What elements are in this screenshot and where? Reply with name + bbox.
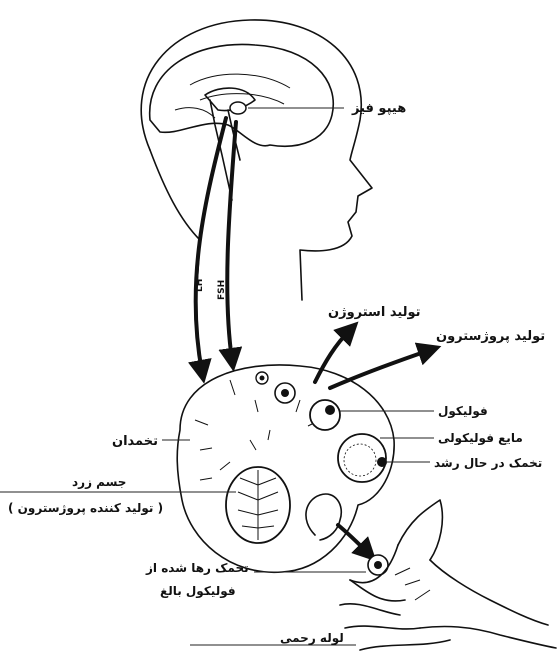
follicle [310,400,340,430]
progesterone-arrow [330,350,430,388]
growing-oocyte-label: تخمک در حال رشد [434,456,542,470]
primordial-follicle-1 [256,372,268,384]
follicle-label: فولیکول [438,404,488,419]
brain-outline [150,44,334,200]
progesterone-production-label: تولید پروژسترون [436,329,545,344]
corpus-luteum-label-line2: ( تولید کننده پروژسترون ) [8,501,163,516]
ovary-label: تخمدان [112,434,158,449]
primary-follicle [275,383,295,403]
follicular-fluid-label: مایع فولیکولی [438,431,523,446]
pituitary-label: هیپو فیز [351,101,406,116]
released-oocyte-label-line2: فولیکول بالغ [160,584,236,599]
fallopian-tube-label: لوله رحمی [280,631,344,646]
pituitary-gland [230,102,246,114]
estrogen-production-label: تولید استروژن [328,305,421,320]
corpus-luteum-label-line1: جسم زرد [72,475,126,489]
lh-label: LH [195,279,205,292]
fsh-label: FSH [217,280,227,300]
corpus-luteum [226,467,290,543]
fallopian-tube [340,500,556,650]
ruptured-follicle [306,494,341,540]
fsh-arrow [227,122,236,360]
released-oocyte-label-line1: تخمک رها شده از [145,561,249,575]
estrogen-arrow [315,330,350,382]
head-outline [141,20,372,300]
mature-follicle [338,434,387,482]
